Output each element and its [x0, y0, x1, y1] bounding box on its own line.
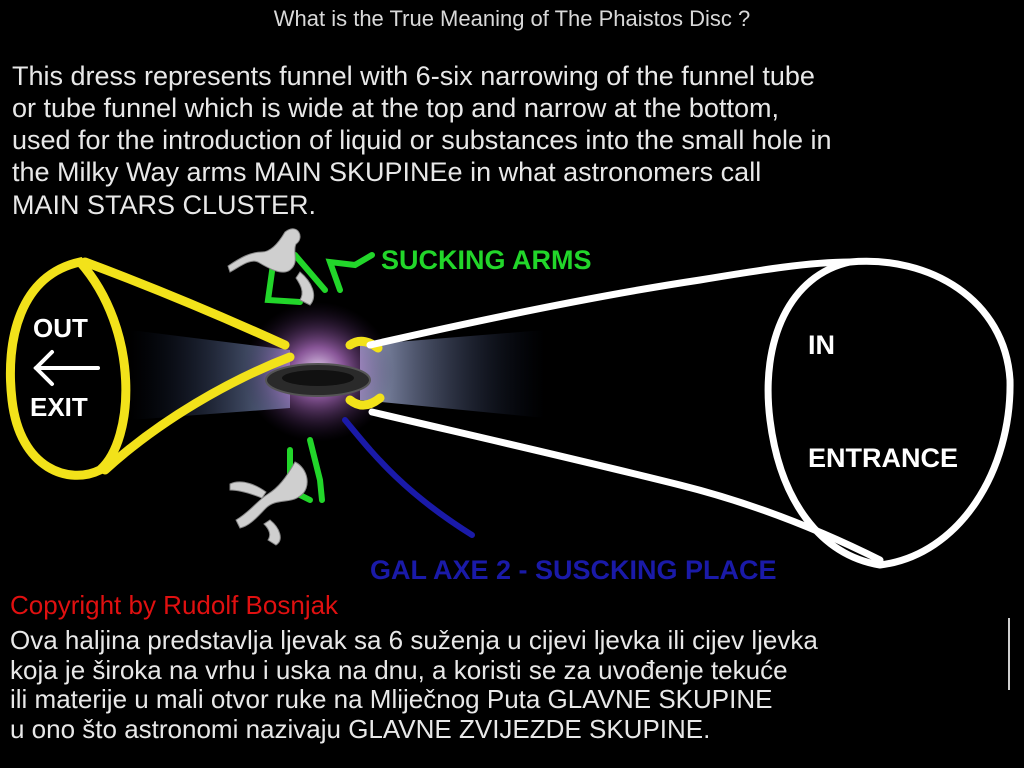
english-line: This dress represents funnel with 6-six … — [12, 61, 815, 91]
croatian-line: koja je široka na vrhu i uska na dnu, a … — [10, 654, 788, 685]
english-line: used for the introduction of liquid or s… — [12, 125, 832, 156]
left-arrow-icon — [33, 350, 100, 386]
english-line: MAIN STARS CLUSTER. — [12, 189, 317, 220]
croatian-line: ili materije u mali otvor ruke na Mliječ… — [10, 684, 773, 715]
out-label: OUT — [33, 313, 88, 343]
english-line: the Milky Way arms MAIN SKUPINEe in what… — [12, 157, 762, 188]
english-line: or tube funnel which is wide at the top … — [12, 93, 779, 124]
gal-axe-line — [342, 417, 475, 538]
exit-label: EXIT — [30, 392, 88, 422]
croatian-line: u ono što astronomi nazivaju GLAVNE ZVIJ… — [10, 713, 711, 744]
milky-way-galaxy-image — [130, 302, 545, 442]
phaistos-figure-top — [227, 228, 315, 306]
in-label: IN — [808, 330, 835, 360]
copyright-notice: Copyright by Rudolf Bosnjak — [10, 590, 339, 620]
croatian-description: Ova haljina predstavlja ljevak sa 6 suže… — [10, 625, 1020, 745]
croatian-line: Ova haljina predstavlja ljevak sa 6 suže… — [10, 625, 818, 655]
english-description: This dress represents funnel with 6-six … — [12, 60, 1012, 221]
sucking-arms-label: SUCKING ARMS — [381, 245, 592, 275]
entrance-label: ENTRANCE — [808, 443, 959, 473]
divider-line — [1008, 618, 1010, 690]
gal-axe-label: GAL AXE 2 - SUSCKING PLACE — [370, 555, 777, 585]
page-title: What is the True Meaning of The Phaistos… — [273, 6, 751, 31]
entrance-funnel-outline — [366, 257, 1014, 569]
phaistos-figure-bottom — [229, 461, 308, 546]
